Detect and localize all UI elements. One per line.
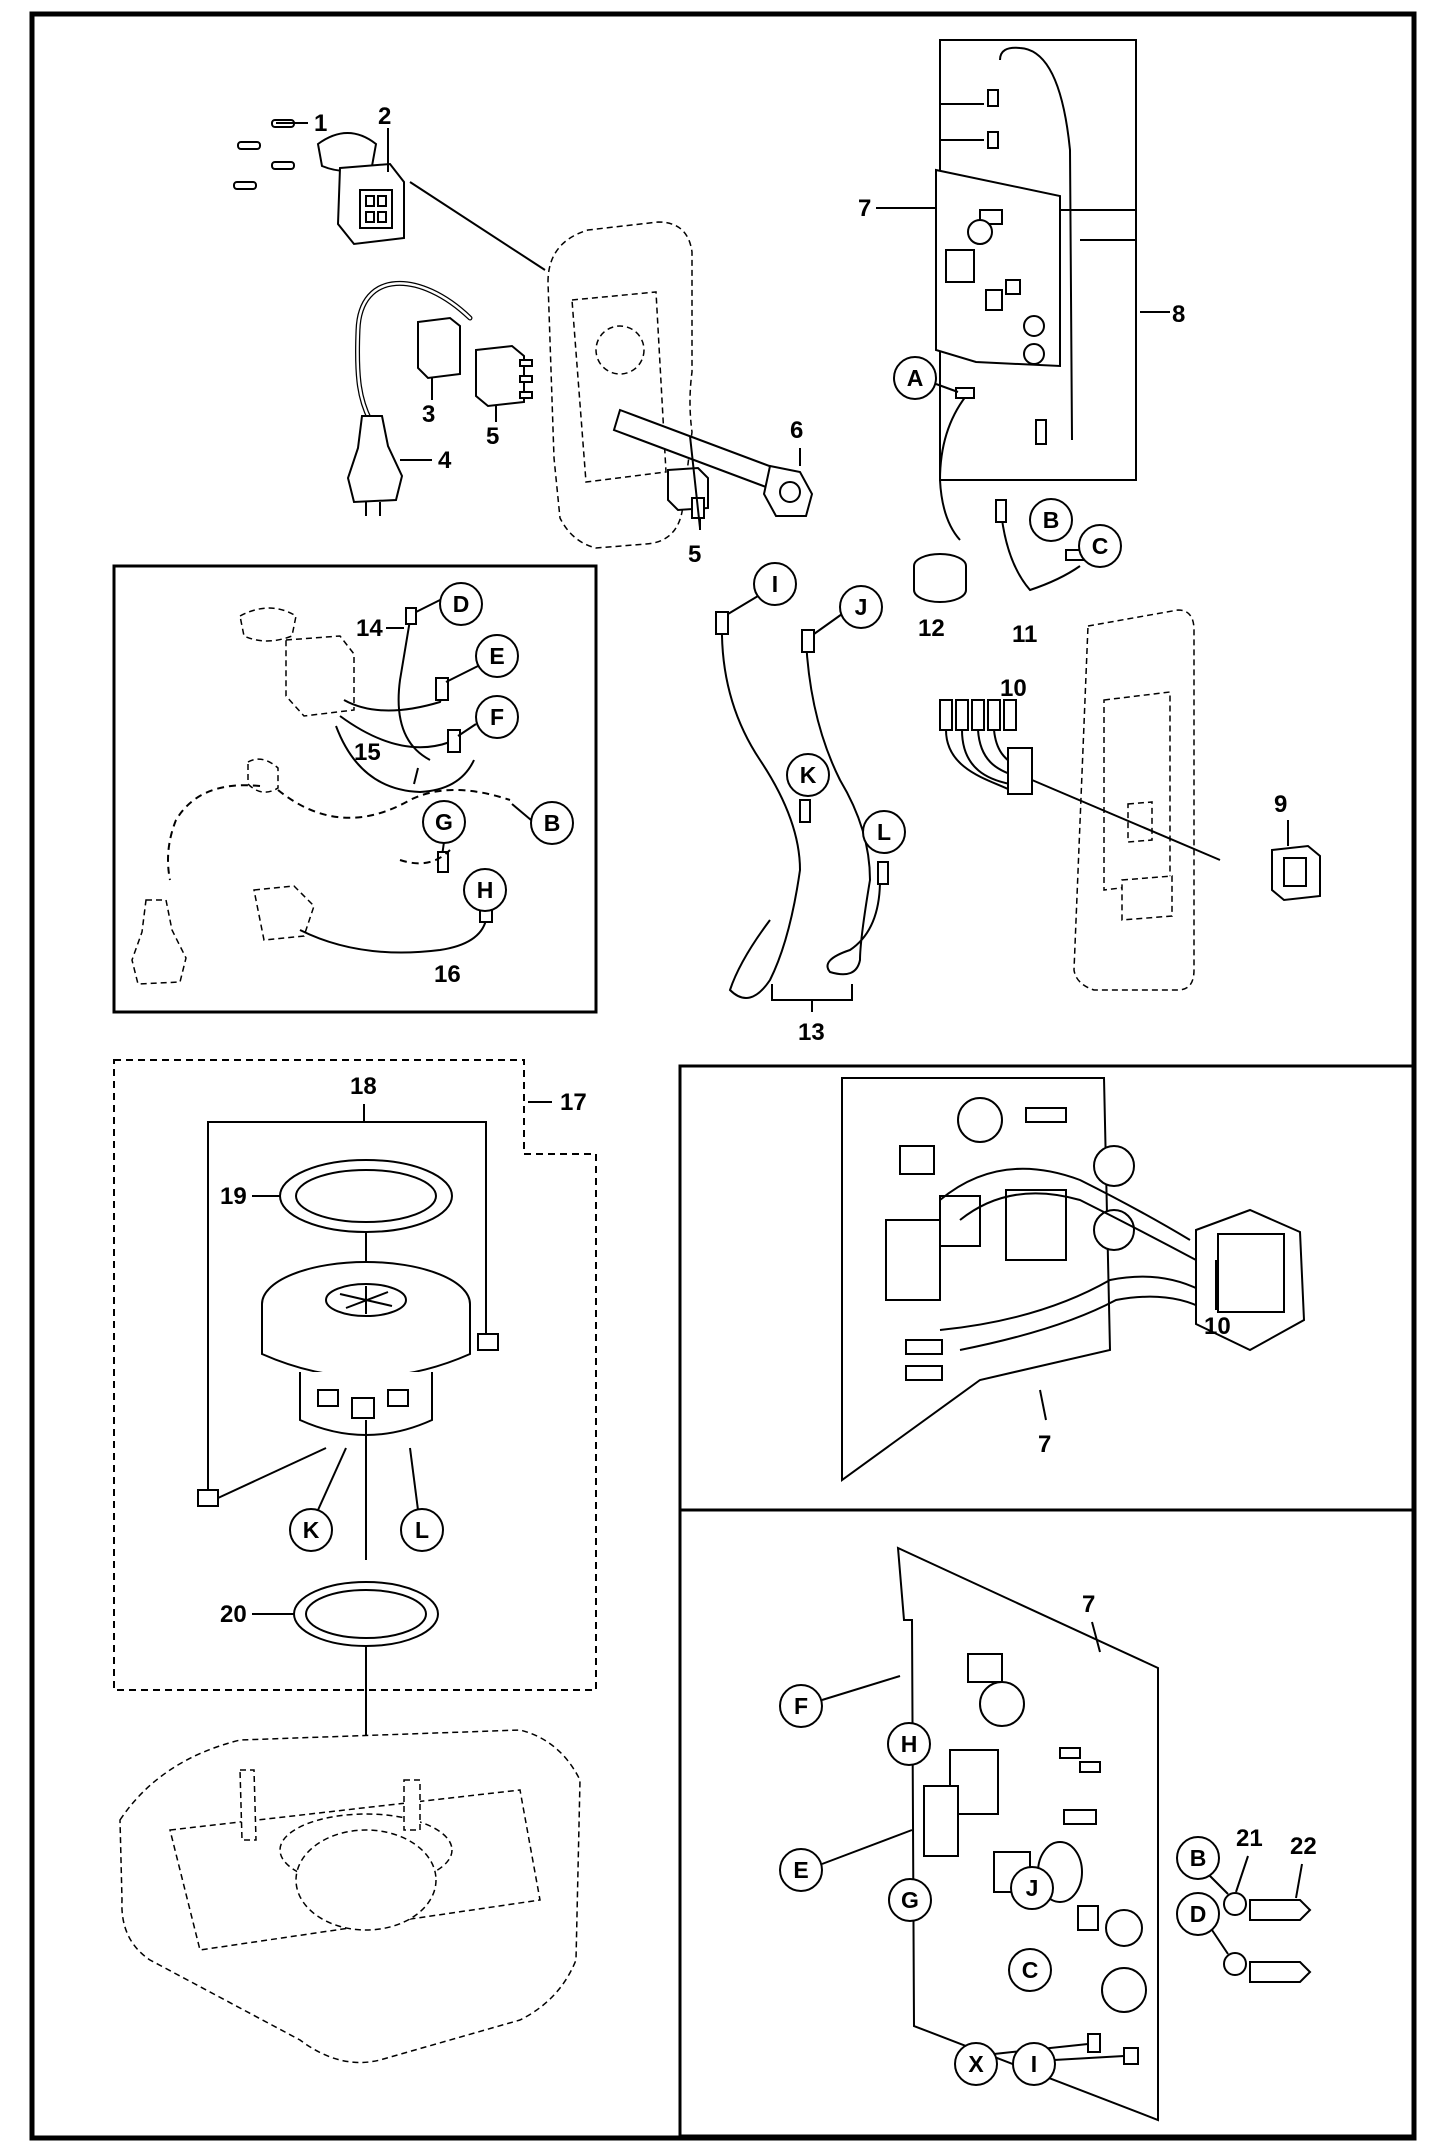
- svg-text:E: E: [489, 643, 504, 669]
- connector-D-screw: D: [1176, 1892, 1229, 1955]
- connector-E-pcb: E: [779, 1829, 913, 1892]
- connector-G-left: G: [422, 800, 466, 844]
- svg-text:E: E: [793, 1857, 808, 1883]
- pcb-detail-box-bottom: [678, 1508, 1416, 2138]
- pcb-assembly-illustration: [913, 39, 1321, 991]
- connector-B-left: B: [511, 801, 574, 845]
- svg-text:D: D: [1190, 1901, 1207, 1927]
- main-assembly-illustration: [233, 119, 814, 549]
- svg-text:J: J: [855, 594, 868, 620]
- connector-B-screw: B: [1176, 1836, 1229, 1895]
- harness-13-illustration: [715, 611, 889, 1012]
- label-4: 4: [438, 447, 452, 474]
- svg-text:B: B: [1190, 1845, 1207, 1871]
- connector-H-left: H: [463, 868, 507, 912]
- svg-text:K: K: [800, 762, 817, 788]
- svg-text:D: D: [453, 591, 470, 617]
- label-5b: 5: [688, 541, 701, 568]
- svg-text:H: H: [477, 877, 494, 903]
- motor-kit-dashed-box: [113, 1059, 597, 1691]
- label-9: 9: [1274, 791, 1287, 818]
- connector-H-pcb: H: [887, 1722, 931, 1766]
- svg-text:G: G: [901, 1887, 919, 1913]
- pcb-detail-bottom-illustration: [896, 1546, 1312, 2122]
- svg-text:K: K: [303, 1517, 320, 1543]
- svg-text:X: X: [968, 2051, 984, 2077]
- wiring-inset-box: [112, 564, 598, 1014]
- connector-C-top: C: [1078, 524, 1122, 568]
- label-1: 1: [314, 110, 327, 137]
- label-2: 2: [378, 103, 391, 130]
- connector-J-pcb: J: [1010, 1866, 1054, 1910]
- label-22: 22: [1290, 1833, 1317, 1860]
- svg-text:B: B: [544, 810, 561, 836]
- label-19: 19: [220, 1183, 247, 1210]
- connector-E-left: E: [445, 634, 519, 683]
- connector-D-left: D: [415, 582, 483, 626]
- label-15: 15: [354, 739, 381, 766]
- label-6: 6: [790, 417, 803, 444]
- svg-text:B: B: [1043, 507, 1060, 533]
- svg-text:I: I: [1031, 2051, 1037, 2077]
- label-10b: 10: [1204, 1313, 1231, 1340]
- svg-text:L: L: [877, 819, 891, 845]
- connector-L-top: L: [862, 810, 906, 854]
- label-13: 13: [798, 1019, 825, 1046]
- svg-text:C: C: [1022, 1957, 1039, 1983]
- svg-text:C: C: [1092, 533, 1109, 559]
- svg-text:F: F: [490, 704, 504, 730]
- wiring-inset-illustration: [131, 607, 511, 985]
- label-11: 11: [1012, 621, 1037, 648]
- pcb-detail-top-illustration: [841, 1077, 1306, 1482]
- label-14: 14: [356, 615, 383, 642]
- label-3: 3: [422, 401, 435, 428]
- label-7b: 7: [1038, 1431, 1051, 1458]
- connector-B-top: B: [1029, 498, 1073, 542]
- svg-text:J: J: [1026, 1875, 1039, 1901]
- svg-text:A: A: [907, 365, 924, 391]
- connector-X-pcb: X: [954, 2042, 1089, 2086]
- connector-L-motor: L: [400, 1447, 444, 1552]
- svg-text:I: I: [772, 571, 778, 597]
- connector-I-pcb: I: [1012, 2042, 1125, 2086]
- label-5a: 5: [486, 423, 499, 450]
- label-10a: 10: [1000, 675, 1027, 702]
- housing-illustration: [119, 1729, 581, 2064]
- label-16: 16: [434, 961, 461, 988]
- svg-text:H: H: [901, 1731, 918, 1757]
- connector-C-pcb: C: [1008, 1948, 1052, 1992]
- svg-text:F: F: [794, 1693, 808, 1719]
- connector-I-top: I: [727, 562, 797, 615]
- label-12: 12: [918, 615, 945, 642]
- motor-illustration: [197, 1159, 499, 1850]
- label-8: 8: [1172, 301, 1185, 328]
- connector-A: A: [893, 356, 959, 400]
- connector-G-pcb: G: [888, 1878, 932, 1922]
- connector-J-top: J: [813, 585, 883, 635]
- label-7a: 7: [858, 195, 871, 222]
- connector-F-pcb: F: [779, 1675, 901, 1728]
- connector-K-top: K: [786, 753, 830, 797]
- svg-text:L: L: [415, 1517, 429, 1543]
- label-7c: 7: [1082, 1591, 1095, 1618]
- label-18: 18: [350, 1073, 377, 1100]
- connector-K-motor: K: [289, 1447, 347, 1552]
- svg-text:G: G: [435, 809, 453, 835]
- label-17: 17: [560, 1089, 587, 1116]
- label-20: 20: [220, 1601, 247, 1628]
- label-21: 21: [1236, 1825, 1263, 1852]
- connector-F-left: F: [457, 695, 519, 739]
